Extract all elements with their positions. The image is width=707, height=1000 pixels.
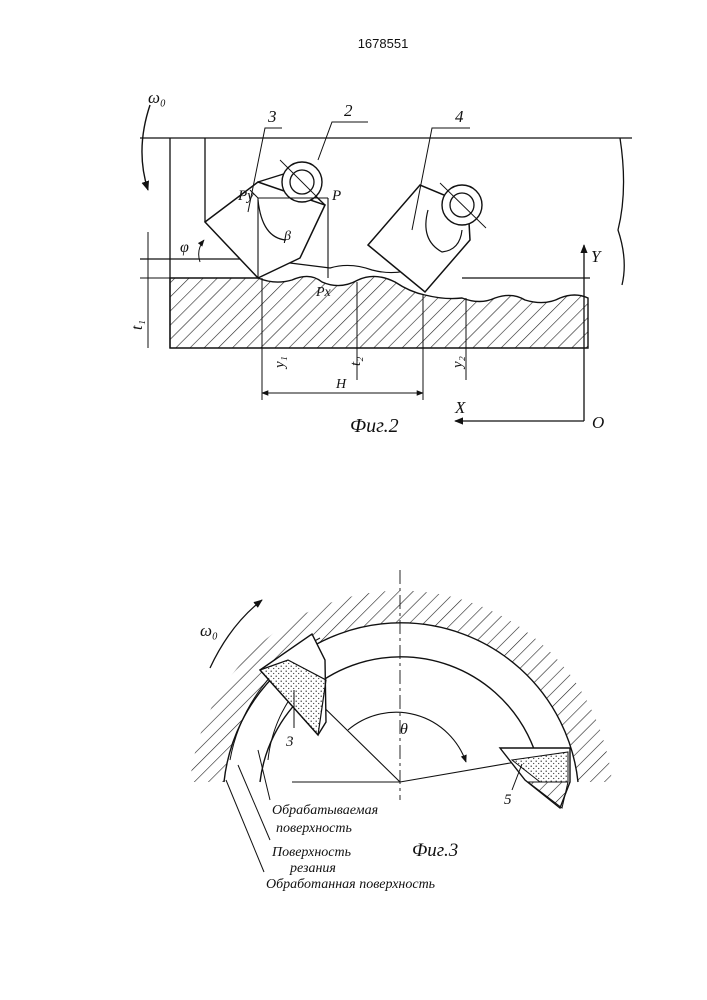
rotation-arrow [142, 105, 150, 190]
document-number: 1678551 [358, 36, 409, 51]
break-line [618, 138, 624, 285]
tool-4 [368, 183, 486, 292]
label-surface-machined: Обработанная поверхность [266, 877, 435, 892]
omega-label: ω₀ [148, 88, 166, 107]
leader-cutting [238, 765, 270, 840]
leader-2 [318, 122, 368, 160]
tool-3 [205, 160, 325, 278]
label-py: Py [237, 188, 254, 204]
label-origin: O [592, 413, 604, 432]
label-surface-worked-1: Обрабатываемая [272, 803, 378, 818]
fig3-label-tool-5: 5 [504, 792, 512, 808]
label-t1: t₁ [129, 320, 146, 330]
label-surface-worked-2: поверхность [276, 821, 352, 836]
fig3-label-tool-3: 3 [285, 734, 294, 750]
workpiece-section [170, 276, 588, 348]
label-beta: β [283, 229, 291, 244]
label-y1: y₁ [272, 356, 288, 370]
label-theta: θ [400, 721, 408, 738]
label-tool-3: 3 [267, 107, 277, 126]
figure-2: ω₀ [129, 88, 632, 437]
label-tool-4: 4 [455, 107, 464, 126]
fig3-omega-label: ω₀ [200, 621, 218, 640]
label-px: Px [315, 285, 332, 300]
figure-3: θ 3 5 ω₀ Обрабатываемая поверхность Пове… [190, 570, 612, 892]
label-axis-x: X [454, 398, 466, 417]
label-surface-cutting-2: резания [289, 861, 336, 876]
label-phi: φ [180, 239, 189, 256]
fig3-caption: Фиг.3 [412, 840, 458, 861]
leader-machined [226, 780, 264, 872]
label-axis-y: Y [591, 247, 602, 266]
label-body-2: 2 [344, 101, 353, 120]
label-surface-cutting-1: Поверхность [271, 845, 351, 860]
label-h: H [335, 377, 347, 392]
label-p: P [331, 188, 341, 204]
label-t2: t₂ [348, 357, 364, 366]
label-y2: y₂ [450, 356, 466, 370]
fig2-caption: Фиг.2 [350, 415, 399, 437]
